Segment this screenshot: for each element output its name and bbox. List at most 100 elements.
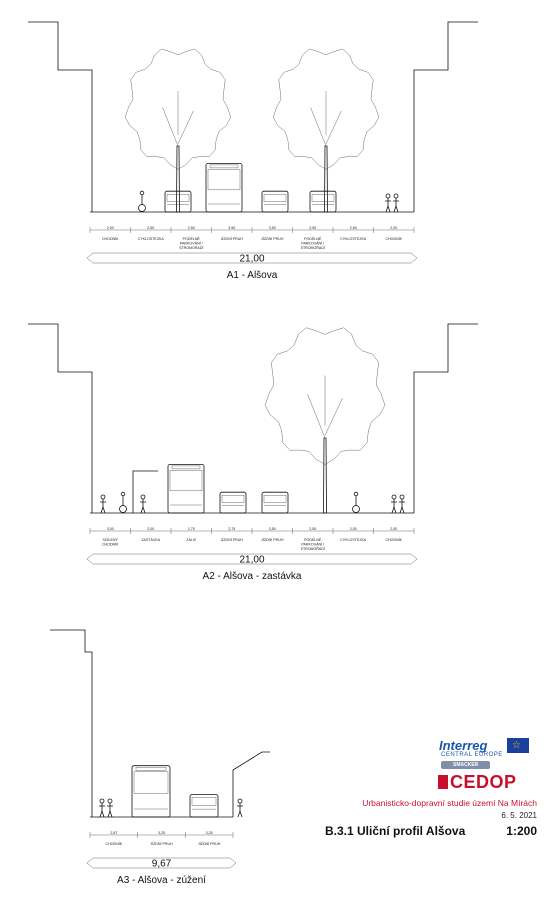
lane-name-label: CHODNÍK <box>102 543 119 547</box>
cedop-mark-icon <box>438 775 448 789</box>
bus-destination-sign <box>209 164 239 169</box>
pedestrian-body <box>399 499 405 514</box>
pedestrian-body <box>140 499 146 514</box>
pedestrian-body <box>107 803 113 818</box>
lane-width-label: 3,50 <box>228 226 235 230</box>
lane-name-label: PARKOVÁNÍ / <box>301 242 324 246</box>
car-windshield <box>221 495 245 503</box>
title-block: Interreg CENTRAL EUROPE ☆ SMACKER CEDOP … <box>325 738 545 888</box>
sheet-name: B.3.1 Uliční profil Alšova <box>325 824 466 838</box>
lane-width-label: 2,50 <box>350 226 357 230</box>
tree-branches <box>162 91 194 147</box>
pedestrian-head <box>99 798 105 804</box>
study-title: Urbanisticko-dopravní studie území Na Mí… <box>362 798 537 808</box>
cyclist-head <box>139 190 145 196</box>
central-europe-label: CENTRAL EUROPE <box>441 752 503 758</box>
lane-name-label: CHODNÍK <box>102 237 119 241</box>
lane-name-label: JÍZDNÍ PRUH <box>221 538 244 542</box>
smacker-badge: SMACKER <box>441 761 491 769</box>
lane-name-label: PARKOVÁNÍ / <box>180 242 203 246</box>
lane-name-label: JÍZDNÍ PRUH <box>261 237 284 241</box>
tree-trunk <box>176 145 180 213</box>
tree-crown <box>124 48 232 170</box>
car <box>309 190 337 213</box>
pedestrian-body <box>99 803 105 818</box>
tree-crown <box>272 48 380 170</box>
lane-name-label: CHODNÍK <box>385 237 402 241</box>
lane-name-label: CHODNÍK <box>106 842 123 846</box>
total-width-arrow <box>86 553 418 565</box>
bus <box>205 162 243 213</box>
total-width-arrow <box>86 857 237 869</box>
lane-width-label: 2,50 <box>309 527 316 531</box>
tree-branches <box>307 375 343 439</box>
lane-name-label: STROMOŘADÍ <box>301 245 325 250</box>
total-width-label: 21,00 <box>239 254 264 265</box>
lane-name-label: PODÉLNÉ <box>304 236 322 241</box>
lane-name-label: JÍZDNÍ PRUH <box>261 538 284 542</box>
lane-width-label: 2,50 <box>188 226 195 230</box>
section-title: A1 - Alšova <box>227 270 278 281</box>
pedestrian-body <box>100 499 106 514</box>
lane-name-label: CYKLOSTEZKA <box>138 237 165 241</box>
pedestrian-head <box>399 494 405 500</box>
tree-trunk <box>323 437 327 514</box>
car-windshield <box>191 797 217 806</box>
lane-width-label: 2,75 <box>188 527 195 531</box>
car-windshield <box>263 193 287 202</box>
pedestrian-head <box>100 494 106 500</box>
bus <box>167 463 205 514</box>
street-outline <box>28 21 478 212</box>
pedestrian-body <box>237 803 243 818</box>
cyclist-head <box>353 491 359 497</box>
pedestrian-head <box>107 798 113 804</box>
bus-windshield <box>133 771 169 794</box>
bicycle-wheel <box>138 204 146 212</box>
bus-windshield <box>169 470 203 492</box>
car <box>261 491 289 514</box>
total-width-label: 21,00 <box>239 555 264 566</box>
lane-name-label: STROMOŘADÍ <box>301 546 325 551</box>
car-windshield <box>166 193 190 202</box>
pedestrian-head <box>140 494 146 500</box>
lane-width-label: 2,00 <box>390 226 397 230</box>
lane-width-label: 3,25 <box>158 831 165 835</box>
lane-name-label: CHODNÍK <box>385 538 402 542</box>
bicycle-wheel <box>352 505 360 513</box>
lane-name-label: CYKLOSTEZKA <box>340 538 367 542</box>
lane-name-label: PARKOVÁNÍ / <box>301 543 324 547</box>
bus-windshield <box>207 169 241 191</box>
lane-width-label: 2,87 <box>110 831 117 835</box>
total-width-label: 9,67 <box>152 859 172 870</box>
cyclist-head <box>120 491 126 497</box>
cedop-logo: CEDOP <box>438 772 533 792</box>
car <box>164 190 192 213</box>
lane-width-label: 2,00 <box>147 527 154 531</box>
lane-name-label: CYKLOSTEZKA <box>340 237 367 241</box>
pedestrian-head <box>391 494 397 500</box>
tree-branches <box>310 91 342 147</box>
bicycle-wheel <box>119 505 127 513</box>
lane-width-label: 2,00 <box>350 527 357 531</box>
pedestrian-head <box>237 798 243 804</box>
street-outline <box>28 323 478 513</box>
car-windshield <box>311 193 335 202</box>
lane-name-label: ZÁLIV <box>186 538 197 542</box>
lane-width-label: 2,00 <box>107 226 114 230</box>
street-outline <box>50 629 270 817</box>
lane-name-label: JÍZDNÍ PRUH <box>150 842 173 846</box>
lane-width-label: 2,00 <box>390 527 397 531</box>
eu-flag-icon: ☆ <box>507 738 529 753</box>
pedestrian-body <box>391 499 397 514</box>
interreg-logo: Interreg CENTRAL EUROPE ☆ SMACKER <box>439 738 529 769</box>
lane-width-label: 3,50 <box>269 527 276 531</box>
lane-width-label: 3,00 <box>107 527 114 531</box>
pedestrian-head <box>385 193 391 199</box>
lane-name-label: PODÉLNÉ <box>304 537 322 542</box>
scale-label: 1:200 <box>506 824 537 838</box>
car <box>189 794 219 818</box>
lane-name-label: STROMOŘADÍ <box>179 245 203 250</box>
cedop-wordmark: CEDOP <box>450 772 517 792</box>
section-title: A3 - Alšova - zúžení <box>117 875 206 886</box>
